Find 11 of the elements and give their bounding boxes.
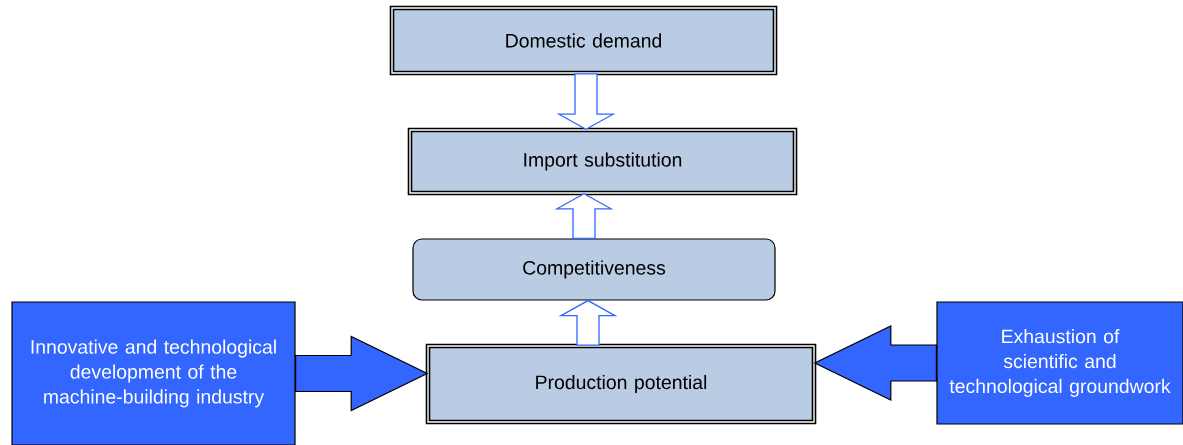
input-box: Innovative and technological development of the machine-building industry	[11, 301, 296, 445]
input-box: Exhaustion of scientific and technological groundwork	[936, 301, 1183, 425]
hollow-arrow	[554, 193, 614, 240]
block-arrow	[813, 325, 937, 401]
rounded-box: Competitiveness	[412, 238, 776, 301]
framed-box: Production potential	[425, 343, 817, 425]
hollow-arrow	[558, 299, 618, 346]
framed-box: Domestic demand	[389, 5, 778, 76]
block-arrow	[295, 335, 429, 412]
hollow-arrow	[556, 73, 616, 130]
framed-box: Import substitution	[407, 127, 798, 196]
